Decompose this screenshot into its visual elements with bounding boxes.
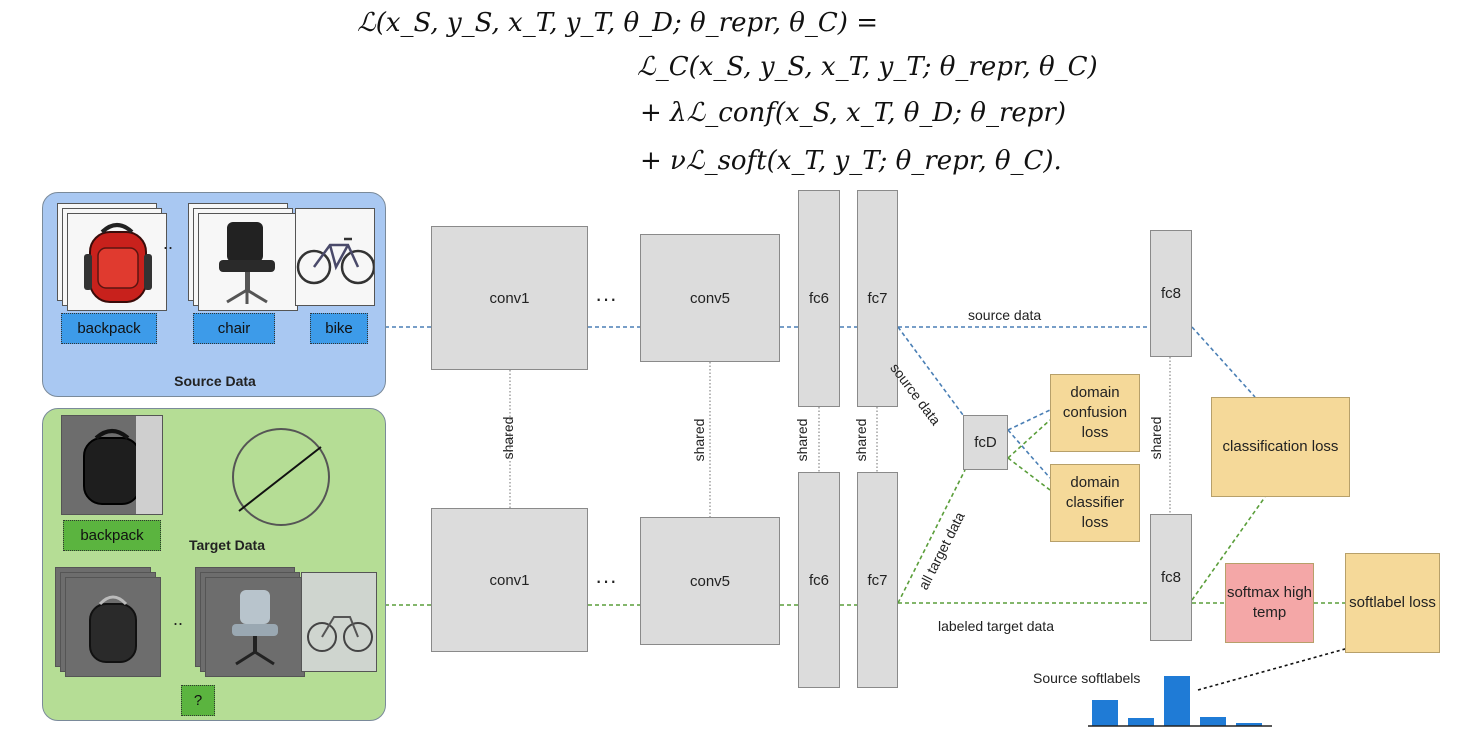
softlabel-bar: [1128, 718, 1154, 726]
equation-line-1: ℒ(x_S, y_S, x_T, y_T, θ_D; θ_repr, θ_C) …: [357, 8, 878, 38]
empty-set-icon: [232, 428, 330, 526]
chair-icon: [232, 590, 278, 666]
target-line-fcD-classifier: [1007, 457, 1051, 491]
domain-confusion-loss: domain confusion loss: [1050, 374, 1140, 452]
source-ellipsis: ..: [163, 233, 174, 253]
fc8-source: fc8: [1150, 230, 1192, 357]
fc6-target: fc6: [798, 472, 840, 688]
softlabels-chart: [1088, 676, 1272, 727]
softlabel-bar: [1092, 700, 1118, 726]
source-line-fcD-confusion: [1007, 409, 1051, 431]
source-line-fc8-classloss: [1191, 326, 1256, 398]
equation-line-3: + λℒ_conf(x_S, x_T, θ_D; θ_repr): [640, 98, 1066, 128]
backpack-image: [67, 213, 167, 311]
shared-label-fc8: shared: [1148, 416, 1164, 460]
source-line-fc7-fcD: [897, 326, 964, 416]
target-line-fc7-fcD: [897, 469, 966, 604]
source-data-label: source data: [968, 307, 1042, 323]
chair-icon: [219, 222, 275, 304]
bike-icon: [307, 616, 373, 652]
equation-line-2: ℒ_C(x_S, y_S, x_T, y_T; θ_repr, θ_C): [637, 52, 1098, 82]
source-label-chair: chair: [193, 313, 275, 344]
layer-ellipsis-source: ···: [595, 286, 617, 311]
backpack-icon: [89, 595, 137, 663]
target-label-unknown: ?: [181, 685, 215, 716]
fc7-target: fc7: [857, 472, 898, 688]
target-label-backpack: backpack: [63, 520, 161, 551]
target-backpack-photo: [65, 577, 161, 677]
fc6-source: fc6: [798, 190, 840, 407]
softlabel-bar: [1236, 723, 1262, 726]
equation-line-4: + νℒ_soft(x_T, y_T; θ_repr, θ_C).: [640, 146, 1062, 176]
layer-ellipsis-target: ···: [595, 568, 617, 593]
source-data-panel: .. backpack chair bike Source Data: [42, 192, 386, 397]
bike-image: [295, 208, 376, 306]
softmax-high-temp: softmax high temp: [1225, 563, 1314, 643]
source-label-bike: bike: [310, 313, 368, 344]
shared-label-conv5: shared: [691, 418, 707, 462]
softlabel-bar: [1164, 676, 1190, 726]
conv5-target: conv5: [640, 517, 780, 645]
target-bike-photo: [301, 572, 377, 672]
conv5-source: conv5: [640, 234, 780, 362]
conv1-source: conv1: [431, 226, 588, 370]
fc8-target: fc8: [1150, 514, 1192, 641]
fcD-layer: fcD: [963, 415, 1008, 470]
fc7-source: fc7: [857, 190, 898, 407]
target-panel-title: Target Data: [189, 537, 265, 553]
source-line-fcD-classifier: [1007, 429, 1051, 479]
target-chair-photo: [205, 577, 305, 677]
target-line-fcD-confusion: [1007, 419, 1051, 459]
backpack-icon: [84, 223, 152, 303]
shared-label-fc7: shared: [853, 418, 869, 462]
chair-image: [198, 213, 298, 311]
target-backpack-image: [61, 415, 163, 515]
source-label-backpack: backpack: [61, 313, 157, 344]
softlabel-bar: [1200, 717, 1226, 726]
target-ellipsis: ..: [173, 609, 184, 629]
shared-label-conv1: shared: [500, 416, 516, 460]
backpack-icon: [83, 416, 162, 514]
softlabel-loss: softlabel loss: [1345, 553, 1440, 653]
softlabels-title: Source softlabels: [1033, 670, 1141, 686]
source-panel-title: Source Data: [174, 373, 256, 389]
classification-loss: classification loss: [1211, 397, 1350, 497]
target-line-fc8-classloss: [1191, 496, 1266, 601]
labeled-target-data-label: labeled target data: [938, 618, 1054, 634]
bike-icon: [296, 237, 376, 285]
domain-classifier-loss: domain classifier loss: [1050, 464, 1140, 542]
conv1-target: conv1: [431, 508, 588, 652]
target-data-panel: backpack Target Data ..: [42, 408, 386, 721]
shared-label-fc6: shared: [794, 418, 810, 462]
